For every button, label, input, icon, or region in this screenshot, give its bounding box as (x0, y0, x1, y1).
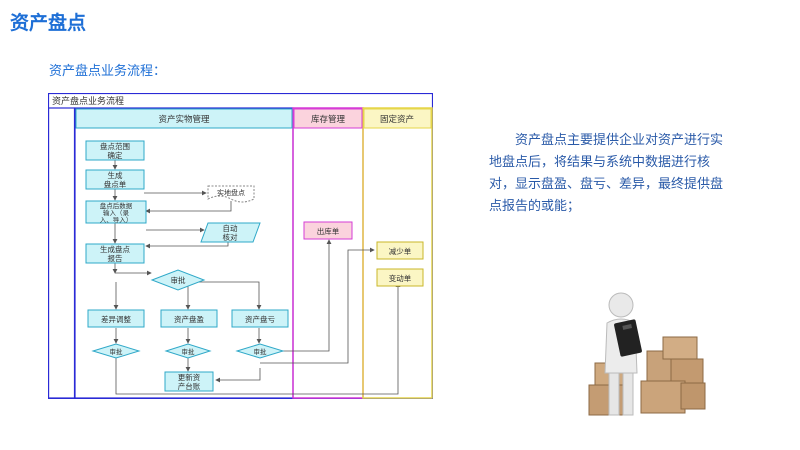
svg-text:差异调整: 差异调整 (101, 314, 131, 324)
box-loss: 资产盘亏 (231, 309, 289, 328)
svg-text:更新资: 更新资 (178, 372, 201, 382)
svg-text:审批: 审批 (171, 275, 186, 285)
box-scope: 盘点范围 确定 (85, 140, 145, 161)
flowchart-title: 资产盘点业务流程 (52, 95, 124, 107)
svg-text:审批: 审批 (110, 347, 124, 356)
lane-header-physical (75, 108, 293, 129)
box-update: 更新资 产台账 (164, 371, 214, 392)
svg-text:审批: 审批 (182, 347, 196, 356)
lane-header-physical-label: 资产实物管理 (158, 114, 210, 125)
svg-text:出库单: 出库单 (317, 226, 340, 236)
decision-approve-top: 审批 (150, 269, 206, 291)
lane-header-inventory (293, 108, 363, 129)
lane-header-fixed-label: 固定资产 (380, 114, 414, 125)
svg-text:资产盘盈: 资产盘盈 (174, 314, 204, 324)
svg-text:报告: 报告 (108, 253, 123, 263)
svg-text:减少单: 减少单 (389, 246, 412, 256)
svg-text:输入（录: 输入（录 (103, 208, 130, 217)
lane-fixed-asset (362, 107, 433, 399)
box-generate: 生成 盘点单 (85, 169, 145, 190)
svg-text:入、导入）: 入、导入） (100, 216, 133, 224)
svg-text:产台账: 产台账 (178, 381, 201, 391)
svg-text:盘点范围: 盘点范围 (100, 141, 130, 151)
svg-text:资产盘亏: 资产盘亏 (245, 314, 275, 324)
io-autocheck: 自动 核对 (200, 222, 261, 243)
svg-text:盘点后数据: 盘点后数据 (100, 201, 133, 210)
box-reduce: 减少单 (376, 241, 424, 260)
decision-approve-1: 审批 (91, 343, 141, 359)
figure-with-boxes-illustration (585, 285, 710, 425)
svg-text:盘点单: 盘点单 (104, 179, 127, 189)
svg-text:自动: 自动 (223, 223, 238, 233)
svg-text:生成盘点: 生成盘点 (100, 244, 130, 254)
decision-approve-2: 审批 (164, 343, 212, 359)
flowchart: 资产盘点业务流程 资产实物管理 库存管理 固定资产 (47, 92, 434, 400)
page-title: 资产盘点 (10, 12, 87, 34)
description-text: 资产盘点主要提供企业对资产进行实地盘点后，将结果与系统中数据进行核对，显示盘盈、… (489, 133, 724, 214)
box-diff: 差异调整 (87, 309, 145, 328)
svg-text:实地盘点: 实地盘点 (217, 188, 245, 197)
doc-onsite: 实地盘点 (207, 185, 255, 203)
box-outbound: 出库单 (303, 221, 353, 240)
svg-text:生成: 生成 (108, 170, 123, 180)
box-input: 盘点后数据 输入（录 入、导入） (85, 200, 147, 224)
svg-text:审批: 审批 (254, 347, 268, 356)
flow-subtitle: 资产盘点业务流程： (49, 64, 167, 79)
box-report: 生成盘点 报告 (85, 243, 145, 264)
svg-text:核对: 核对 (223, 232, 238, 242)
decision-approve-3: 审批 (235, 343, 285, 359)
box-surplus: 资产盘盈 (160, 309, 218, 328)
box-change: 变动单 (376, 268, 424, 287)
lane-header-fixed (363, 108, 432, 129)
svg-text:确定: 确定 (108, 150, 123, 160)
lane-header-inventory-label: 库存管理 (311, 114, 346, 125)
svg-text:变动单: 变动单 (389, 273, 412, 283)
